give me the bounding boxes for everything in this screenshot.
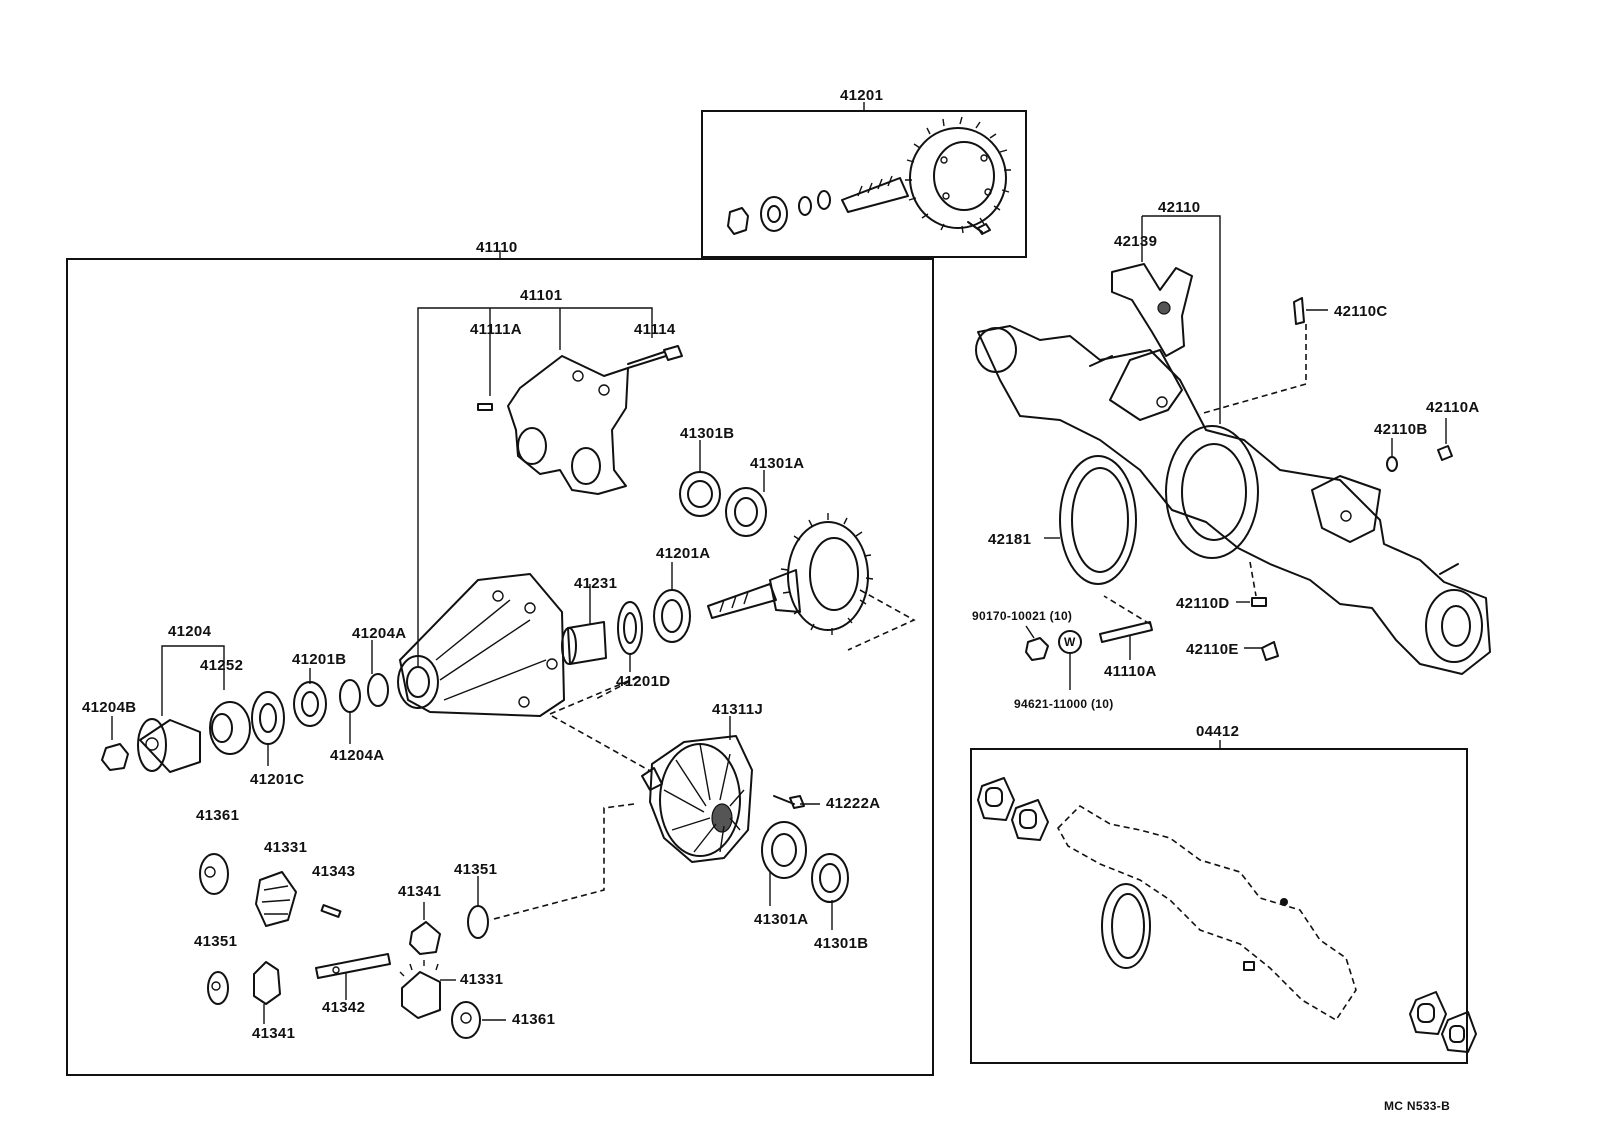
label-41301A-bottom: 41301A (754, 911, 809, 928)
label-41204B: 41204B (82, 699, 137, 716)
label-41301B-bottom: 41301B (814, 935, 869, 952)
label-41114: 41114 (634, 321, 676, 338)
label-41351-left: 41351 (194, 933, 238, 950)
label-04412-group: 04412 (1196, 723, 1240, 740)
label-42110D: 42110D (1176, 595, 1230, 612)
gasket-kit-box (970, 748, 1468, 1064)
label-41201A: 41201A (656, 545, 711, 562)
label-42110A: 42110A (1426, 399, 1480, 416)
label-41343: 41343 (312, 863, 356, 880)
label-41341-mid: 41341 (398, 883, 442, 900)
label-90170-10021: 90170-10021 (10) (972, 609, 1073, 623)
axle-housing-drawing (975, 215, 1491, 690)
label-41204A-bottom: 41204A (330, 747, 385, 764)
label-41301A-top: 41301A (750, 455, 805, 472)
label-41201D: 41201D (616, 673, 671, 690)
washer-w-mark: W (1064, 635, 1076, 649)
label-41361-top: 41361 (196, 807, 240, 824)
label-41231: 41231 (574, 575, 618, 592)
label-42110B: 42110B (1374, 421, 1428, 438)
drawing-code: MC N533-B (1384, 1099, 1451, 1113)
label-41331-bottom: 41331 (460, 971, 504, 988)
label-41311J: 41311J (712, 701, 764, 718)
label-42139: 42139 (1114, 233, 1158, 250)
label-41301B-top: 41301B (680, 425, 735, 442)
label-41331-top: 41331 (264, 839, 308, 856)
carrier-drawing (101, 250, 916, 1039)
label-41204A-top: 41204A (352, 625, 407, 642)
label-41201C: 41201C (250, 771, 305, 788)
label-41204: 41204 (168, 623, 212, 640)
kit-ring-gear-drawing (727, 102, 1011, 235)
label-41361-bottom: 41361 (512, 1011, 556, 1028)
label-41342: 41342 (322, 999, 366, 1016)
label-41351-right: 41351 (454, 861, 498, 878)
label-41110A: 41110A (1104, 663, 1157, 680)
label-41201-group: 41201 (840, 87, 884, 104)
label-94621-11000: 94621-11000 (10) (1014, 697, 1114, 711)
label-42110-group: 42110 (1158, 199, 1201, 216)
label-42110E: 42110E (1186, 641, 1239, 658)
label-41101-group: 41101 (520, 287, 563, 304)
label-41201B: 41201B (292, 651, 347, 668)
label-41222A: 41222A (826, 795, 881, 812)
carrier-assy-box (66, 258, 934, 1076)
label-42181: 42181 (988, 531, 1032, 548)
label-42110C: 42110C (1334, 303, 1388, 320)
label-41252: 41252 (200, 657, 244, 674)
label-41341-bottom: 41341 (252, 1025, 296, 1042)
gasket-kit-drawing (977, 740, 1477, 1053)
label-41110-group: 41110 (476, 239, 518, 256)
label-41111A: 41111A (470, 321, 522, 338)
